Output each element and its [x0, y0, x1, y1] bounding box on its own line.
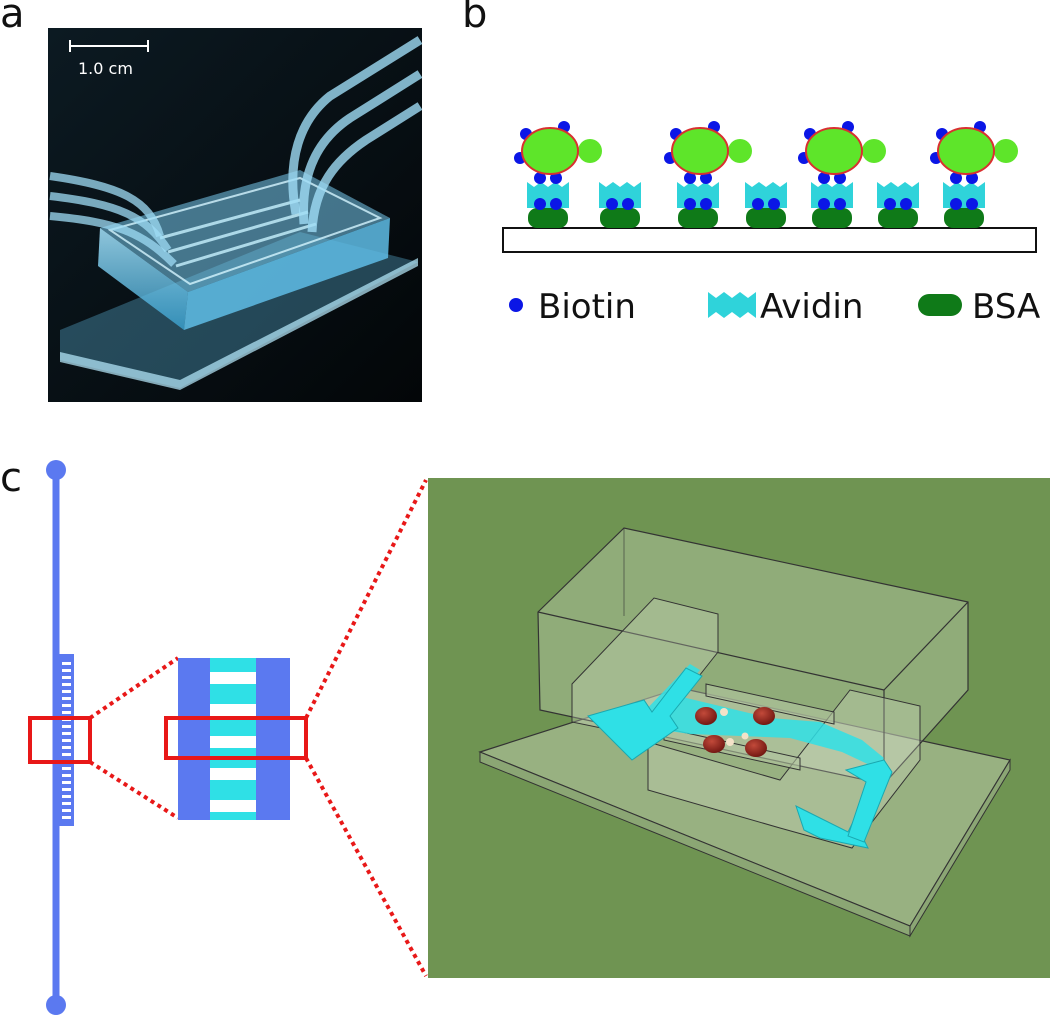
- chamber-tick: [62, 704, 71, 707]
- chamber-tick: [62, 676, 71, 679]
- channel-wall-right: [256, 658, 290, 820]
- chamber-tick: [62, 781, 71, 784]
- legend-label-bsa: BSA: [972, 287, 1040, 327]
- chamber-zoom: [164, 479, 428, 977]
- panel-label-a: a: [0, 0, 25, 37]
- biotin-dot: [818, 172, 830, 184]
- chamber-tick: [62, 816, 71, 819]
- inlet-port: [46, 460, 66, 480]
- chamber-tick: [62, 739, 71, 742]
- avidin-block: [599, 182, 641, 208]
- chamber-tick: [62, 690, 71, 693]
- chamber-tick: [62, 697, 71, 700]
- chamber-tick: [62, 802, 71, 805]
- bsa-block: [812, 208, 852, 228]
- chamber-tick: [62, 788, 71, 791]
- flow-arrow-right-icon: [844, 759, 893, 843]
- biotin-dot: [534, 172, 546, 184]
- biotin-dot: [550, 198, 562, 210]
- bsa-block: [878, 208, 918, 228]
- biotin-dot: [534, 198, 546, 210]
- device-photo: 1.0 cm: [48, 28, 423, 402]
- target-cell: [521, 127, 579, 175]
- biotin-dot: [834, 172, 846, 184]
- target-cell: [671, 127, 729, 175]
- highlight-box-large: [164, 716, 308, 760]
- avidin-shape-icon: [708, 292, 756, 318]
- chamber-gap: [210, 800, 256, 812]
- chamber-tick: [62, 662, 71, 665]
- chamber-tick: [62, 795, 71, 798]
- bsa-pill-icon: [918, 294, 962, 316]
- biotin-dot: [884, 198, 896, 210]
- biotin-dot: [818, 198, 830, 210]
- biotin-dot: [622, 198, 634, 210]
- avidin-block: [811, 182, 853, 208]
- legend-label-avidin: Avidin: [760, 287, 863, 327]
- biotin-dot: [768, 198, 780, 210]
- avidin-block: [943, 182, 985, 208]
- captured-cells: [695, 707, 775, 757]
- chamber-gap: [210, 768, 256, 780]
- bsa-block: [746, 208, 786, 228]
- biotin-dot: [752, 198, 764, 210]
- flow-arrow-left-icon: [587, 667, 703, 761]
- bsa-block: [600, 208, 640, 228]
- chamber-tick: [62, 732, 71, 735]
- chamber-gap: [210, 704, 256, 716]
- bsa-block: [678, 208, 718, 228]
- outlet-port: [46, 995, 66, 1015]
- biotin-dot: [684, 198, 696, 210]
- cell-protrusion: [578, 139, 602, 163]
- biotin-dot: [950, 198, 962, 210]
- chamber-tick: [62, 683, 71, 686]
- device-3d-render: [428, 478, 1050, 978]
- bsa-block: [944, 208, 984, 228]
- biotin-dot: [700, 172, 712, 184]
- chamber-gap: [210, 672, 256, 684]
- bsa-block: [528, 208, 568, 228]
- chamber-tick: [62, 753, 71, 756]
- panel-label-c: c: [0, 455, 22, 501]
- scale-bar-label: 1.0 cm: [78, 59, 133, 78]
- biotin-dot: [550, 172, 562, 184]
- scale-bar: [69, 40, 149, 52]
- biotin-dot: [700, 198, 712, 210]
- chamber-tick: [62, 767, 71, 770]
- biotin-dot: [900, 198, 912, 210]
- avidin-block: [877, 182, 919, 208]
- target-cell: [805, 127, 863, 175]
- surface-chemistry-schematic: [502, 121, 1037, 253]
- biotin-dot: [606, 198, 618, 210]
- chamber-tick: [62, 774, 71, 777]
- biotin-dot: [966, 198, 978, 210]
- avidin-block: [527, 182, 569, 208]
- biotin-dot: [684, 172, 696, 184]
- biotin-dot: [966, 172, 978, 184]
- legend: Biotin Avidin BSA: [509, 287, 1040, 327]
- chamber-gap: [210, 736, 256, 748]
- biotin-dot: [950, 172, 962, 184]
- chamber-tick: [62, 746, 71, 749]
- highlight-box-small: [28, 716, 92, 764]
- target-cell: [937, 127, 995, 175]
- chamber-tick: [62, 725, 71, 728]
- legend-label-biotin: Biotin: [538, 287, 636, 327]
- biotin-dot: [834, 198, 846, 210]
- avidin-block: [745, 182, 787, 208]
- chip-layout: [28, 460, 180, 1015]
- channel-wall-left: [178, 658, 210, 820]
- chamber-tick: [62, 669, 71, 672]
- cell-protrusion: [994, 139, 1018, 163]
- substrate: [502, 227, 1037, 253]
- chamber-tick: [62, 711, 71, 714]
- chamber-tick: [62, 809, 71, 812]
- biotin-dot-icon: [509, 298, 523, 312]
- panel-label-b: b: [462, 0, 488, 37]
- avidin-block: [677, 182, 719, 208]
- cell-protrusion: [862, 139, 886, 163]
- cell-protrusion: [728, 139, 752, 163]
